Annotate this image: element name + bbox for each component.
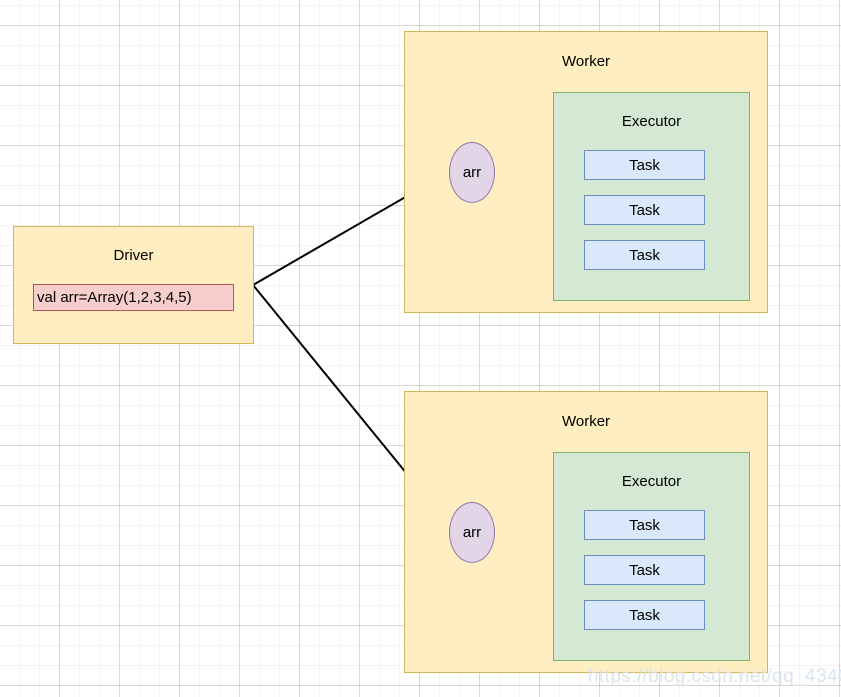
worker-title-1: Worker: [561, 53, 611, 70]
worker-2-array-ellipse[interactable]: arr: [449, 502, 495, 563]
worker-1-array-ellipse[interactable]: arr: [449, 142, 495, 203]
worker-1-task-1[interactable]: Task: [584, 150, 705, 180]
driver-code-box[interactable]: val arr=Array(1,2,3,4,5): [33, 284, 234, 311]
worker-title-2: Worker: [561, 413, 611, 430]
executor-title-2: Executor: [621, 473, 682, 490]
worker-2-task-2[interactable]: Task: [584, 555, 705, 585]
executor-title-1: Executor: [621, 113, 682, 130]
driver-title: Driver: [113, 247, 154, 264]
worker-2-task-1[interactable]: Task: [584, 510, 705, 540]
worker-1-task-3[interactable]: Task: [584, 240, 705, 270]
worker-1-task-2[interactable]: Task: [584, 195, 705, 225]
worker-2-task-3[interactable]: Task: [584, 600, 705, 630]
